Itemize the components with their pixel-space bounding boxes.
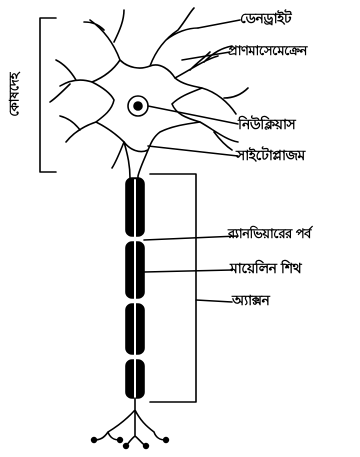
leader-dendrite [197, 19, 241, 29]
axon-terminal [93, 397, 167, 447]
dendrite-branch [149, 7, 199, 67]
dendrite-branch [59, 115, 97, 143]
leader-node [143, 235, 239, 241]
dendrite-branch [174, 45, 233, 79]
cell-body-outline [91, 59, 203, 153]
dendrite-branch [83, 9, 125, 61]
axon-bracket [149, 173, 197, 403]
cell-body-bracket [39, 17, 57, 173]
leader-axon [195, 299, 233, 303]
nucleolus [133, 101, 143, 111]
label-cytoplasm: সাইটোপ্লাজম [236, 148, 305, 164]
leader-nucleus [147, 105, 239, 125]
terminal-bouton [142, 442, 150, 450]
leader-protoplasm [181, 51, 231, 61]
axon-hillock [123, 141, 149, 185]
label-protoplasm: প্রাণমাসেমেক্রেন [228, 44, 307, 59]
terminal-bouton [90, 436, 98, 444]
label-axon: অ্যাক্সন [232, 293, 270, 309]
terminal-bouton [116, 436, 124, 444]
label-nucleus: নিউক্লিয়াস [238, 117, 296, 133]
leader-myelin [143, 269, 233, 273]
label-dendrite: ডেনড্রাইট [240, 11, 292, 27]
terminal-bouton [122, 442, 130, 450]
label-node-of-ranvier: র‍্যানভিয়ারের পর্ব [228, 227, 311, 242]
dendrite-branch [49, 59, 93, 103]
label-cell-body: কোষদেহ [7, 72, 23, 117]
dendrite-branch [201, 87, 249, 115]
terminal-bouton [162, 436, 170, 444]
dendrite-branch [111, 141, 125, 169]
dendrite-branch [199, 121, 239, 151]
leader-cytoplasm [147, 145, 239, 157]
label-myelin-sheath: মায়েলিন শিথ [230, 261, 302, 277]
